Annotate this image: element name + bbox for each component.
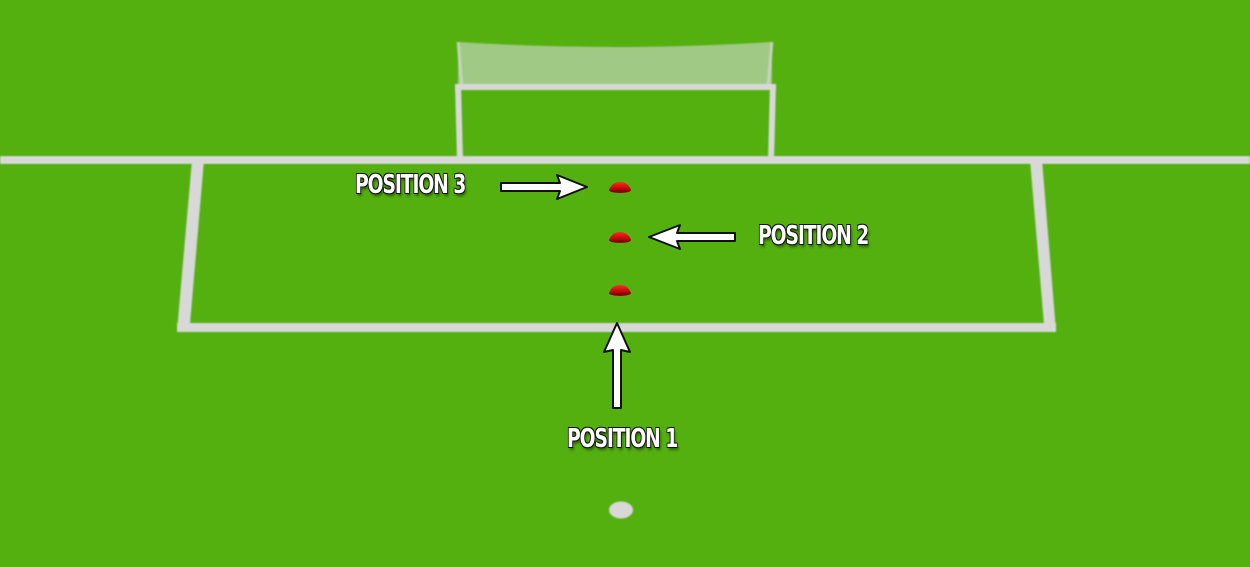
position-2-label: POSITION 2 bbox=[758, 221, 869, 251]
goal-post-right bbox=[768, 84, 776, 160]
position-1-label: POSITION 1 bbox=[567, 424, 678, 454]
arrow-right-icon bbox=[500, 174, 588, 200]
goal-crossbar bbox=[455, 84, 776, 90]
goal-post-left bbox=[455, 84, 463, 160]
goal bbox=[455, 41, 776, 160]
arrow-left-icon bbox=[648, 224, 736, 250]
penalty-spot bbox=[609, 501, 633, 519]
position-3-label: POSITION 3 bbox=[355, 170, 466, 200]
cone-position-2 bbox=[609, 232, 631, 243]
cone-position-3 bbox=[609, 182, 631, 193]
goal-net bbox=[458, 42, 772, 87]
cone-position-1 bbox=[609, 285, 631, 296]
arrow-up-icon bbox=[603, 322, 631, 409]
goal-line bbox=[0, 156, 1250, 164]
